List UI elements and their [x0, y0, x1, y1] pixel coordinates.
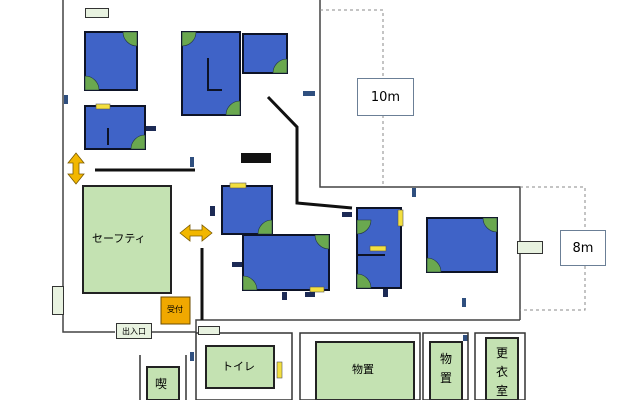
- sign-box-top: [85, 8, 109, 18]
- green-areas: [82, 185, 519, 401]
- sign-box-left: [52, 286, 64, 315]
- storage-label-1: 物置: [352, 363, 374, 376]
- barrier-posts: [64, 91, 468, 361]
- windows: [95, 103, 404, 379]
- measurement-8m: 8m: [560, 230, 606, 266]
- smoking-label: 喫: [155, 377, 168, 391]
- storage-area-2: [429, 341, 463, 401]
- bunker-6: [242, 234, 330, 291]
- changing-room-label: 更衣室: [495, 346, 508, 398]
- bunker-2: [181, 31, 241, 116]
- measurement-10m: 10m: [357, 78, 414, 116]
- sign-box-bottom: [198, 326, 220, 335]
- bunker-8: [426, 217, 498, 273]
- safety-area: [82, 185, 172, 294]
- entrance-sign: 出入口: [116, 323, 152, 339]
- toilet-label: トイレ: [222, 360, 255, 373]
- storage-area-1: [315, 341, 415, 401]
- changing-room-area: [485, 337, 519, 401]
- safety-label: セーフティ: [92, 232, 146, 245]
- horizontal-arrow: [179, 224, 213, 242]
- black-obstacle: [241, 153, 271, 163]
- direction-arrows: [67, 152, 213, 242]
- door-swings: [84, 31, 498, 291]
- storage-label-2: 物置: [439, 352, 452, 385]
- door-stubs: [146, 126, 388, 300]
- toilet-area: [205, 345, 275, 389]
- vertical-arrow: [67, 152, 85, 185]
- sign-box-right: [517, 241, 543, 254]
- reception-label: 受付: [167, 305, 183, 314]
- reception-box: [160, 296, 191, 325]
- bunker-inner-lines: [107, 58, 385, 256]
